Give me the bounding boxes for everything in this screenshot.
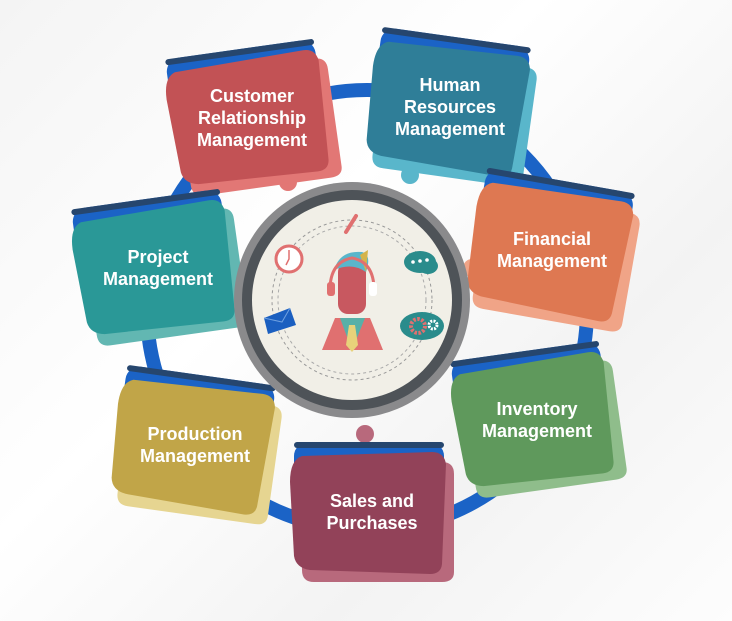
tile-front-shape (111, 379, 275, 515)
phone-icon (344, 214, 358, 234)
module-label-line: Inventory (496, 399, 577, 419)
module-label-line: Relationship (198, 108, 306, 128)
module-label-line: Financial (513, 229, 591, 249)
tile-front-shape (467, 182, 634, 322)
tile-shadow (71, 189, 221, 216)
center-hub (234, 182, 470, 418)
module-label-line: Sales and (330, 491, 414, 511)
envelope-icon (263, 307, 296, 334)
tile-front-shape (71, 200, 235, 335)
tile-shadow (382, 27, 531, 54)
module-label-line: Human (419, 75, 480, 95)
module-label-line: Customer (210, 86, 294, 106)
module-label-line: Management (482, 421, 592, 441)
tile-shadow (486, 167, 635, 199)
tile-shadow (294, 442, 444, 448)
tile-shadow (127, 365, 276, 392)
module-label-line: Project (127, 247, 188, 267)
module-label-line: Management (103, 269, 213, 289)
module-label-line: Management (197, 130, 307, 150)
tile-shadow (450, 341, 600, 368)
module-label-line: Purchases (326, 513, 417, 533)
tile-front-shape (450, 352, 614, 487)
gears-icon (400, 312, 444, 340)
module-label-line: Production (148, 424, 243, 444)
chat-bubble-icon (404, 251, 438, 274)
module-label-line: Management (395, 119, 505, 139)
tile-connector-knob (356, 425, 374, 443)
clock-icon (274, 244, 304, 274)
module-label-line: Management (140, 446, 250, 466)
person-headset-icon (322, 250, 383, 352)
tile-front-shape (165, 50, 329, 185)
module-label-line: Resources (404, 97, 496, 117)
tile-shadow (165, 39, 315, 66)
module-label-line: Management (497, 251, 607, 271)
tile-front-shape (366, 41, 530, 177)
tile-front-shape (290, 452, 446, 574)
